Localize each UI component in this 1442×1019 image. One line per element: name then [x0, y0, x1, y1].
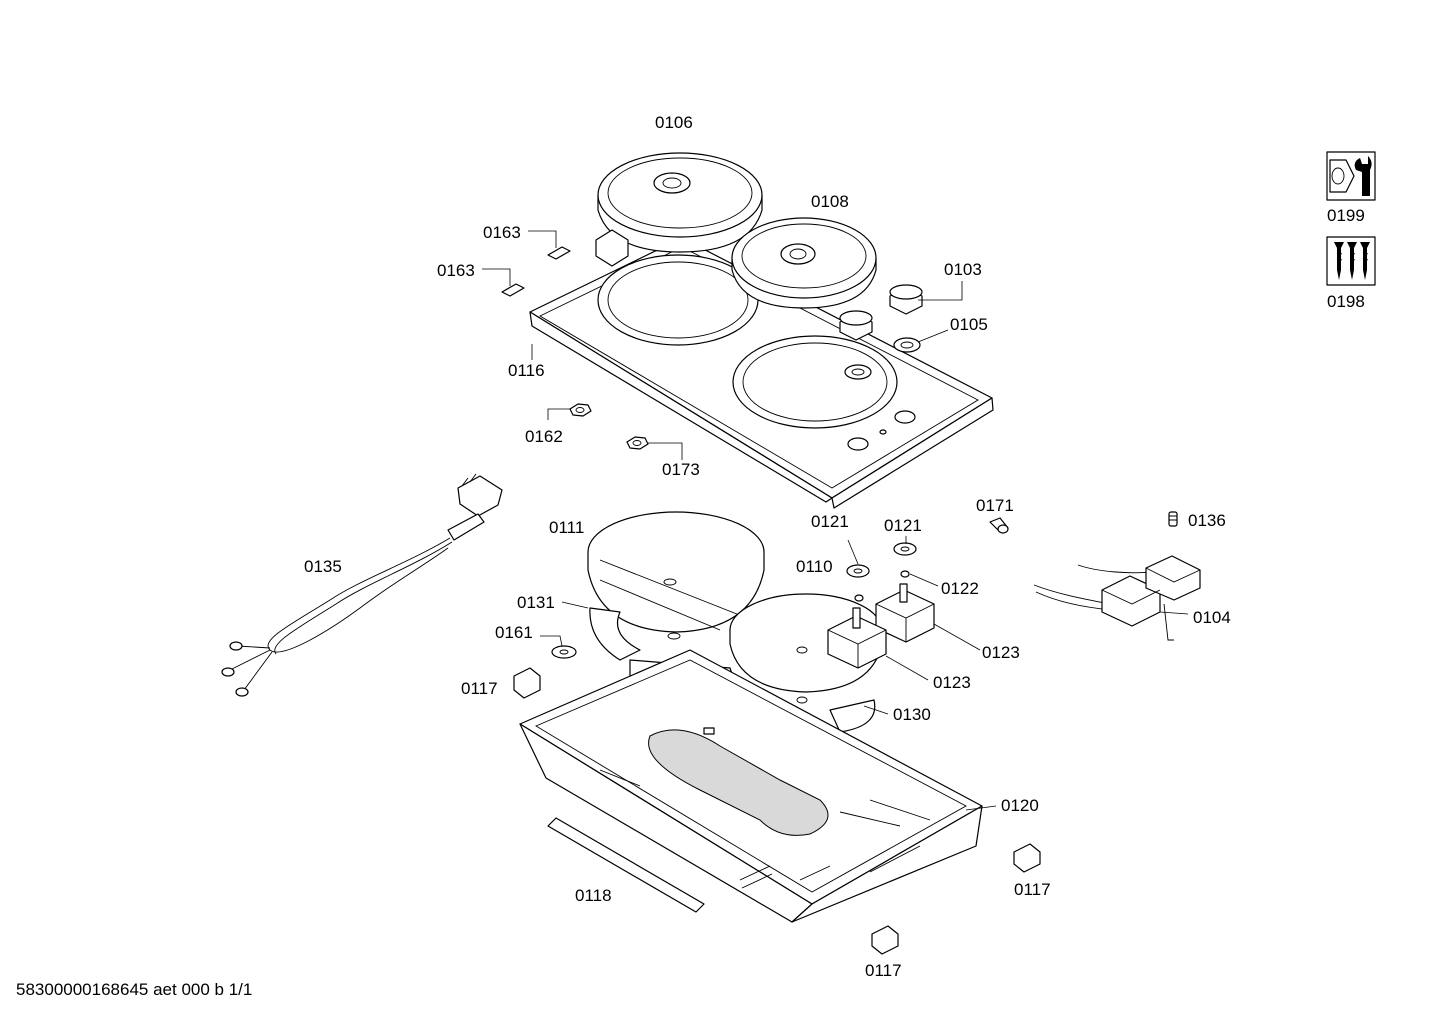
label-0117-right: 0117 [1014, 880, 1051, 899]
label-0130: 0130 [893, 705, 931, 724]
bracket-clip [513, 667, 1041, 955]
label-0110: 0110 [796, 557, 833, 576]
label-0199: 0199 [1327, 206, 1365, 225]
clip-part [501, 246, 571, 297]
label-0171: 0171 [976, 496, 1014, 515]
label-0122: 0122 [941, 579, 979, 598]
label-0117-bottom: 0117 [865, 961, 902, 980]
label-0135: 0135 [304, 557, 342, 576]
fastener-part [1168, 511, 1178, 527]
label-0131: 0131 [517, 593, 555, 612]
large-hotplate [595, 152, 763, 267]
nut-part [569, 403, 649, 450]
screws-icon [1326, 236, 1376, 286]
screw-part [989, 517, 1009, 534]
label-0117-left: 0117 [461, 679, 498, 698]
label-0106: 0106 [655, 113, 693, 132]
label-0116: 0116 [508, 361, 545, 380]
label-0108: 0108 [811, 192, 849, 211]
leader-lines [482, 230, 1189, 811]
hob-top-plate [529, 237, 994, 509]
label-0161: 0161 [495, 623, 533, 642]
label-0104: 0104 [1193, 608, 1231, 627]
base-tray [519, 649, 983, 923]
terminal-block [1033, 555, 1201, 641]
label-0111: 0111 [549, 518, 584, 537]
label-0198: 0198 [1327, 292, 1365, 311]
label-0136: 0136 [1188, 511, 1226, 530]
label-0118: 0118 [575, 886, 612, 905]
label-0163-lower: 0163 [437, 261, 475, 280]
control-knob [839, 284, 923, 341]
knob-ring [844, 337, 921, 380]
label-0123-upper: 0123 [982, 643, 1020, 662]
label-0163-upper: 0163 [483, 223, 521, 242]
label-0103: 0103 [944, 260, 982, 279]
wrench-nut-icon [1326, 151, 1376, 201]
document-footer: 58300000168645 aet 000 b 1/1 [16, 980, 253, 999]
power-cable [221, 473, 503, 697]
label-0120: 0120 [1001, 796, 1039, 815]
part-labels: 0106 0108 0163 0163 0103 0105 0116 0162 … [304, 113, 1365, 980]
label-0105: 0105 [950, 315, 988, 334]
label-0162: 0162 [525, 427, 563, 446]
label-0123-lower: 0123 [933, 673, 971, 692]
washer-part [551, 542, 917, 659]
small-hotplate [731, 217, 877, 309]
reflector-0111 [587, 511, 765, 633]
label-0121-left: 0121 [811, 512, 849, 531]
label-0173: 0173 [662, 460, 700, 479]
energy-regulator [827, 583, 935, 669]
label-0121-right: 0121 [884, 516, 922, 535]
sealing-strip [547, 817, 705, 913]
